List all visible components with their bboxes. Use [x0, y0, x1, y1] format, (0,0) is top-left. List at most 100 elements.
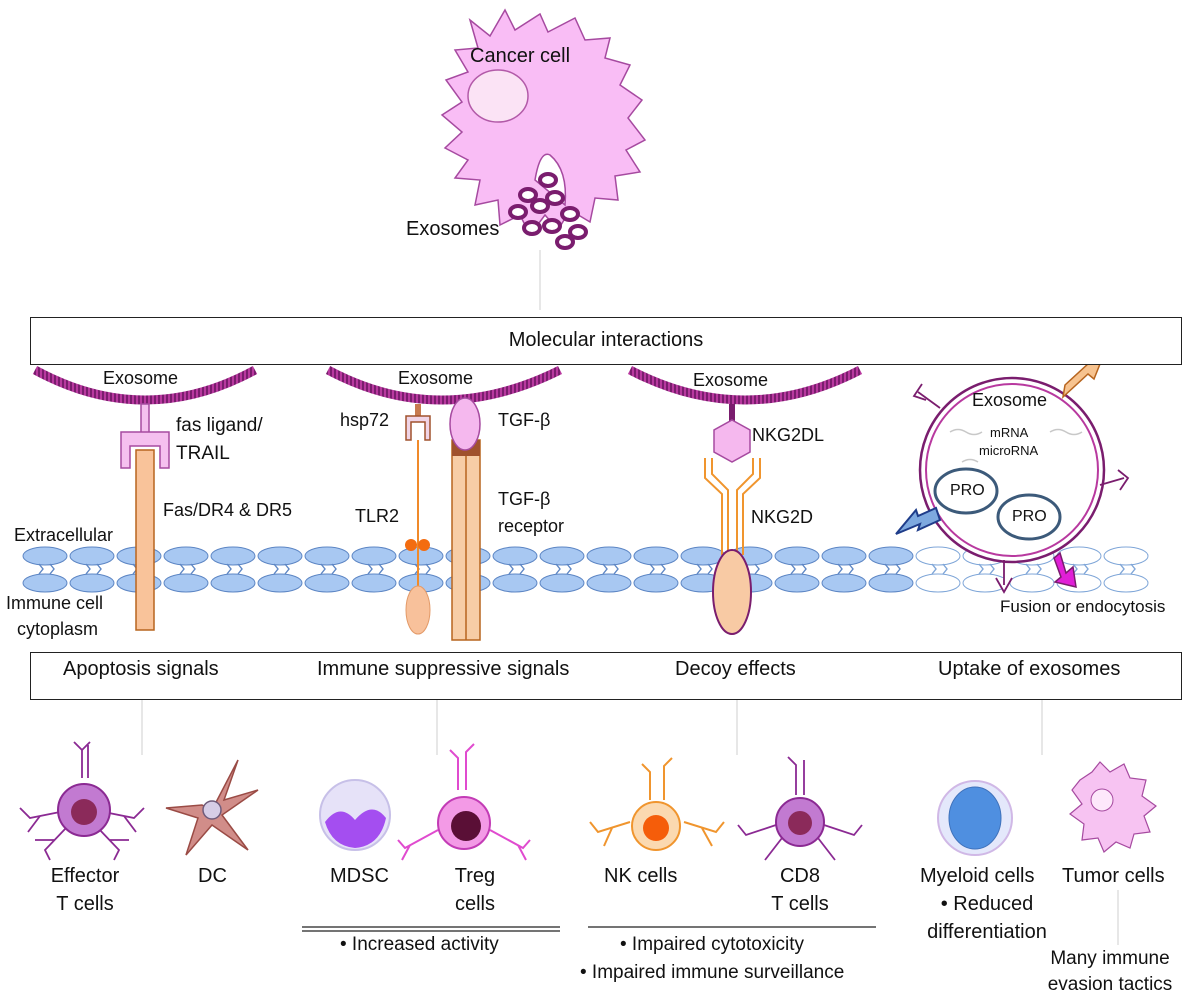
- reduced-label-line2: differentiation: [927, 921, 1047, 943]
- lipid-head-bottom: [586, 573, 632, 593]
- category-immune-suppressive: Immune suppressive signals: [317, 658, 570, 680]
- lipid-tail: [179, 563, 196, 575]
- cd8-t-cell-shape: [737, 756, 863, 861]
- lipid-tail: [38, 563, 55, 575]
- exosome-cluster: [508, 172, 588, 250]
- lipid-head-bottom: [1009, 573, 1055, 593]
- exosome-label-2: Exosome: [398, 368, 474, 388]
- lipid-head-bottom: [351, 573, 397, 593]
- cell-membrane-bilayer: [22, 546, 1149, 593]
- nk-label: NK cells: [604, 865, 678, 887]
- lipid-tail: [931, 563, 948, 575]
- lipid-head-top: [633, 546, 679, 566]
- lipid-head-bottom: [304, 573, 350, 593]
- lipid-tail: [790, 563, 807, 575]
- lipid-head-top: [868, 546, 914, 566]
- lipid-tail: [555, 563, 572, 575]
- cancer-cell-shape: [440, 8, 647, 237]
- lipid-head-bottom: [821, 573, 867, 593]
- lipid-head-top: [1103, 546, 1149, 566]
- many-immune-label-line1: Many immune: [1050, 948, 1170, 969]
- lipid-tail: [602, 563, 619, 575]
- cd8-label-line1: CD8: [779, 865, 820, 887]
- tlr2-receptor-shape: [405, 440, 431, 635]
- mdsc-shape: [319, 779, 391, 851]
- pro-label-1: PRO: [950, 482, 985, 499]
- effector-label-line2: T cells: [56, 893, 114, 915]
- uptake-exosome-shape: [918, 376, 1106, 564]
- lipid-head-top: [915, 546, 961, 566]
- lipid-head-top: [586, 546, 632, 566]
- dc-label: DC: [198, 865, 227, 887]
- nkg2dl-shape: [713, 404, 751, 463]
- fusion-endocytosis-label: Fusion or endocytosis: [1000, 597, 1166, 616]
- tgfb-shape: [449, 397, 481, 641]
- lipid-head-bottom: [492, 573, 538, 593]
- fas-ligand-shape: [120, 403, 170, 469]
- lipid-head-bottom: [915, 573, 961, 593]
- tgfb-receptor-label-line2: receptor: [498, 516, 565, 536]
- lipid-tail: [320, 563, 337, 575]
- mrna-label: mRNA: [990, 425, 1029, 440]
- mdsc-label: MDSC: [330, 865, 389, 887]
- microrna-label: microRNA: [979, 443, 1039, 458]
- tgfb-label: TGF-β: [498, 410, 551, 430]
- treg-label-line1: Treg: [454, 865, 496, 887]
- exosome-label-3: Exosome: [693, 370, 769, 390]
- lipid-head-bottom: [69, 573, 115, 593]
- lipid-tail: [884, 563, 901, 575]
- dc-shape: [165, 759, 259, 856]
- myeloid-cell-shape: [937, 780, 1013, 856]
- lipid-tail: [367, 563, 384, 575]
- nkg2d-anchor-shape: [712, 549, 752, 635]
- lipid-head-bottom: [868, 573, 914, 593]
- impaired-cytotoxicity-note: • Impaired cytotoxicity: [620, 934, 805, 955]
- pro-label-2: PRO: [1012, 508, 1047, 525]
- cancer-cell-label: Cancer cell: [470, 45, 571, 67]
- lipid-head-top: [22, 546, 68, 566]
- impaired-surveillance-note: • Impaired immune surveillance: [580, 962, 845, 983]
- lipid-tail: [649, 563, 666, 575]
- lipid-head-bottom: [633, 573, 679, 593]
- lipid-head-top: [821, 546, 867, 566]
- reduced-label-line1: • Reduced: [940, 893, 1034, 915]
- category-uptake: Uptake of exosomes: [938, 658, 1121, 680]
- extracellular-label: Extracellular: [14, 525, 114, 545]
- many-immune-label-line2: evasion tactics: [1047, 974, 1173, 995]
- exosomes-label: Exosomes: [406, 218, 500, 240]
- lipid-head-top: [163, 546, 209, 566]
- lipid-head-bottom: [22, 573, 68, 593]
- myeloid-label: Myeloid cells: [920, 865, 1035, 887]
- effect-underlines: [302, 926, 876, 932]
- treg-cell-shape: [397, 743, 531, 861]
- effector-label-line1: Effector: [50, 865, 120, 887]
- lipid-head-bottom: [257, 573, 303, 593]
- lipid-tail: [1025, 563, 1042, 575]
- exosome-label-1: Exosome: [103, 368, 179, 388]
- nkg2dl-label: NKG2DL: [752, 425, 825, 445]
- tumor-cell-shape: [1069, 761, 1157, 853]
- lipid-head-bottom: [774, 573, 820, 593]
- cytoplasm-label-line1: Immune cell: [6, 593, 104, 613]
- tumor-label: Tumor cells: [1062, 865, 1165, 887]
- lipid-head-bottom: [210, 573, 256, 593]
- lipid-tail: [226, 563, 243, 575]
- cytoplasm-label-line2: cytoplasm: [17, 619, 99, 639]
- category-decoy: Decoy effects: [675, 658, 796, 680]
- exosome-membrane-1: [32, 366, 258, 405]
- nkg2d-receptor-shape: [704, 458, 761, 555]
- connector-lines: [141, 700, 1119, 945]
- lipid-head-top: [1056, 546, 1102, 566]
- lipid-tail: [1119, 563, 1136, 575]
- lipid-head-top: [69, 546, 115, 566]
- lipid-head-bottom: [539, 573, 585, 593]
- lipid-head-top: [257, 546, 303, 566]
- lipid-head-top: [210, 546, 256, 566]
- lipid-head-top: [351, 546, 397, 566]
- tlr2-label: TLR2: [355, 506, 400, 526]
- nkg2d-label: NKG2D: [751, 507, 814, 527]
- molecular-interactions-box: Molecular interactions: [30, 317, 1182, 365]
- lipid-head-top: [492, 546, 538, 566]
- molecular-interactions-title: Molecular interactions: [508, 329, 704, 351]
